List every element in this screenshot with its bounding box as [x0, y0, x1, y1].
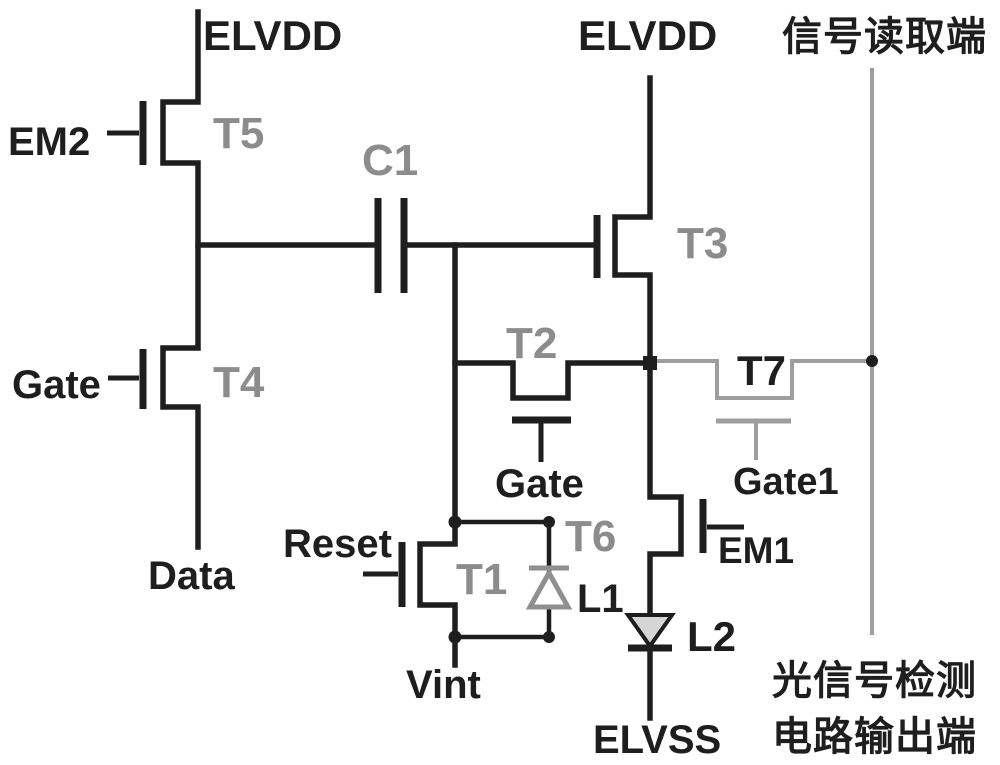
- label-t3: T3: [677, 219, 728, 268]
- wire-t1-channel: [417, 519, 458, 668]
- wire-right-branch-t3-t6: [612, 75, 684, 618]
- label-gate1: Gate1: [733, 461, 839, 503]
- junction-t7-readline: [866, 355, 878, 367]
- label-signal-read-terminal: 信号读取端: [782, 15, 987, 59]
- label-l1: L1: [577, 577, 624, 621]
- junction-t1-bottom: [448, 630, 462, 644]
- label-t4: T4: [213, 358, 265, 407]
- junction-l1-top: [543, 516, 555, 528]
- label-photo-output-line2: 电路输出端: [772, 715, 977, 759]
- label-vint: Vint: [406, 663, 481, 707]
- label-t7: T7: [737, 347, 786, 394]
- junction-t2-t3-t6: [643, 356, 657, 370]
- label-reset: Reset: [283, 522, 392, 566]
- label-elvdd-left: ELVDD: [203, 12, 342, 59]
- label-t1: T1: [456, 555, 507, 604]
- label-photo-output-line1: 光信号检测: [772, 659, 977, 703]
- label-elvss: ELVSS: [593, 718, 721, 762]
- junction-t1-top: [448, 515, 462, 529]
- label-elvdd-right: ELVDD: [578, 12, 717, 59]
- l2-diode-triangle: [624, 613, 676, 650]
- label-em1: EM1: [718, 530, 794, 571]
- label-l2: L2: [687, 613, 736, 660]
- label-t6: T6: [565, 512, 616, 561]
- wire-left-branch: [160, 9, 201, 550]
- l1-diode-triangle: [525, 567, 573, 610]
- label-c1: C1: [362, 136, 418, 185]
- label-t5: T5: [213, 109, 264, 158]
- label-em2: EM2: [8, 120, 90, 164]
- junction-l1-bottom: [543, 631, 555, 643]
- wire-t2: [452, 360, 652, 401]
- label-data: Data: [148, 554, 235, 598]
- label-t2: T2: [506, 319, 557, 368]
- label-gate-mid: Gate: [495, 462, 584, 506]
- label-gate-left: Gate: [12, 363, 101, 407]
- wire-t7: [647, 359, 874, 400]
